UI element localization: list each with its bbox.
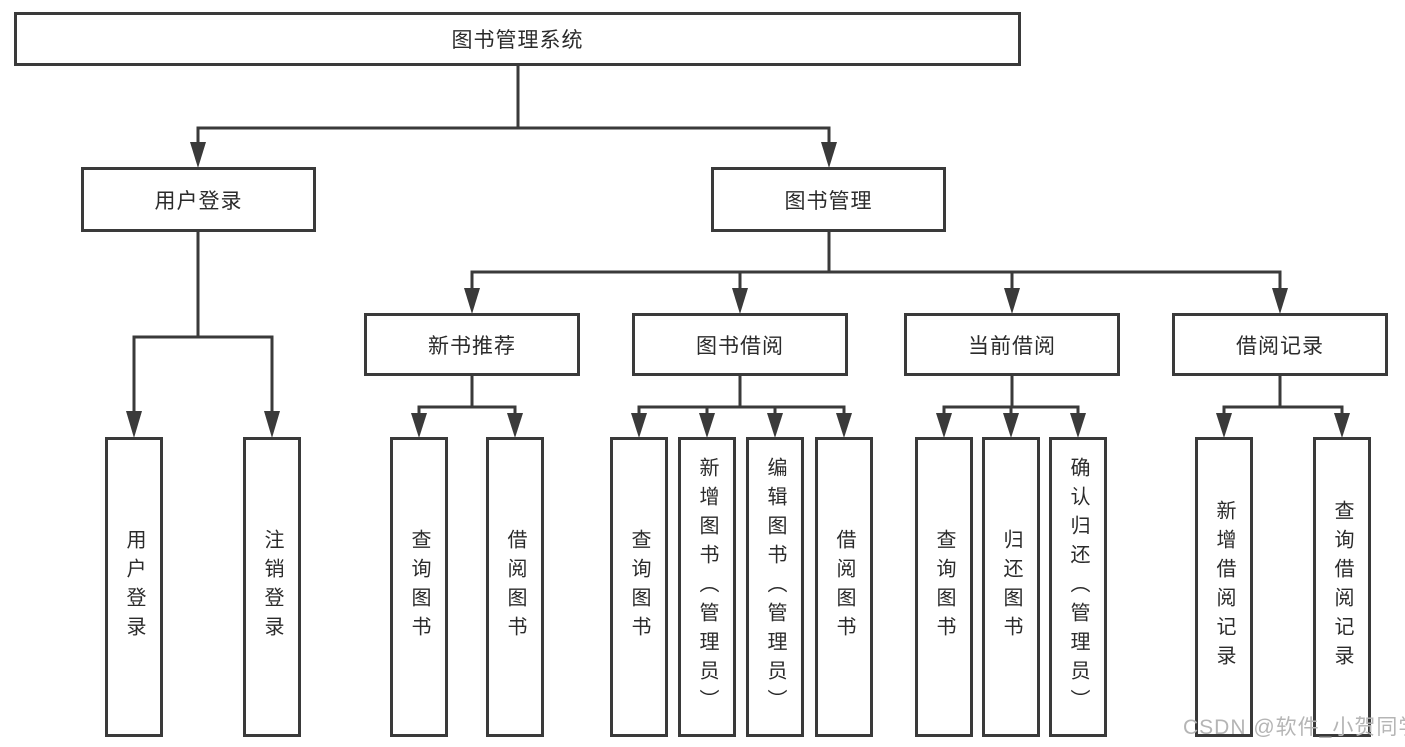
leaf-recommend-query-book: 查询图书 xyxy=(390,437,448,737)
node-book-management: 图书管理 xyxy=(711,167,946,232)
leaf-add-book-admin: 新增图书（管理员） xyxy=(678,437,736,737)
connector-current-borrow xyxy=(936,374,1086,438)
node-user-login: 用户登录 xyxy=(81,167,316,232)
connector-borrow-records xyxy=(1216,374,1350,438)
leaf-logout-login: 注销登录 xyxy=(243,437,301,737)
leaf-query-borrow-record: 查询借阅记录 xyxy=(1313,437,1371,737)
node-borrow-records: 借阅记录 xyxy=(1172,313,1388,376)
leaf-edit-book-admin: 编辑图书（管理员） xyxy=(746,437,804,737)
connector-user-login xyxy=(126,230,280,438)
connector-new-book-recommend xyxy=(411,374,523,438)
connector-book-borrow xyxy=(631,374,852,438)
leaf-current-query-book: 查询图书 xyxy=(915,437,973,737)
connector-book-management xyxy=(464,230,1288,314)
leaf-user-login: 用户登录 xyxy=(105,437,163,737)
leaf-recommend-borrow-book: 借阅图书 xyxy=(486,437,544,737)
node-root-title: 图书管理系统 xyxy=(14,12,1021,66)
connector-root xyxy=(190,64,837,168)
leaf-borrow-borrow-book: 借阅图书 xyxy=(815,437,873,737)
node-book-borrow: 图书借阅 xyxy=(632,313,848,376)
leaf-confirm-return-admin: 确认归还（管理员） xyxy=(1049,437,1107,737)
leaf-add-borrow-record: 新增借阅记录 xyxy=(1195,437,1253,737)
leaf-borrow-query-book: 查询图书 xyxy=(610,437,668,737)
leaf-return-book: 归还图书 xyxy=(982,437,1040,737)
node-new-book-recommend: 新书推荐 xyxy=(364,313,580,376)
node-current-borrow: 当前借阅 xyxy=(904,313,1120,376)
